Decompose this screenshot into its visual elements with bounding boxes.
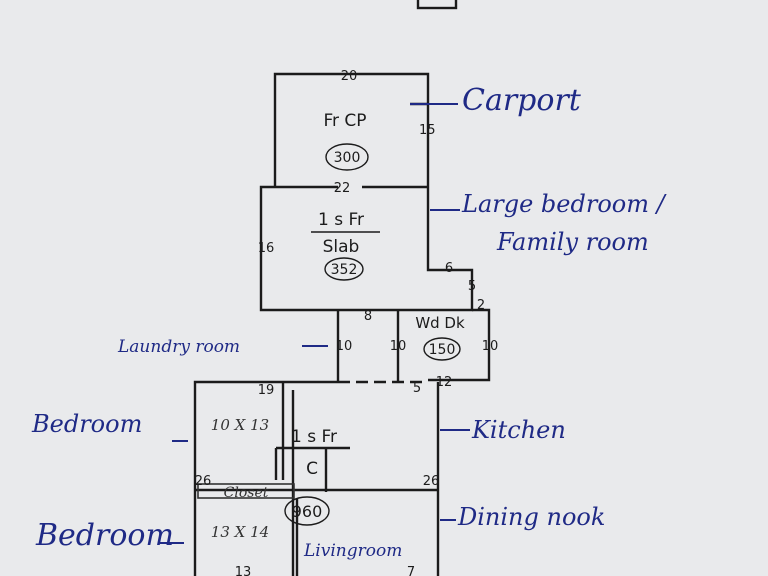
connector-right-10-label: 10 (390, 339, 407, 354)
carport-outline (273, 72, 430, 187)
closet-box (197, 483, 295, 499)
lower-bottom-13-label: 13 (235, 565, 252, 576)
closet-label: Closet (224, 485, 269, 501)
laundry-room-note: Laundry room (117, 337, 240, 357)
deck-bottom-12-label: 12 (436, 375, 453, 390)
lower-left-26-label: 26 (195, 474, 212, 489)
lower-area-ellipse (284, 496, 330, 526)
upper-step-5-label: 5 (468, 279, 476, 294)
lower-right-26-label: 26 (423, 474, 440, 489)
connector-left-10-label: 10 (336, 339, 353, 354)
lower-top-19-label: 19 (258, 383, 275, 398)
upper-step-6-label: 6 (445, 261, 453, 276)
living-room-note: Livingroom (303, 541, 402, 561)
bedroom-1-note: Bedroom (31, 410, 142, 438)
deck-code-label: Wd Dk (415, 314, 465, 332)
lower-area-label: 960 (292, 502, 323, 521)
handwritten-notes: Carport Large bedroom / Family room Laun… (31, 83, 668, 561)
deck-left-5-label: 5 (413, 381, 421, 396)
bedroom-2-size-label: 13 X 14 (211, 523, 269, 541)
top-edge-box (416, 0, 458, 10)
lower-left-wall (193, 380, 338, 576)
deck-right-10-label: 10 (482, 339, 499, 354)
upper-width-label: 22 (334, 181, 351, 196)
carport-area-ellipse (325, 143, 369, 171)
upper-step-2-label: 2 (477, 298, 485, 313)
upper-area-label: 352 (331, 262, 358, 278)
upper-bottom-8-label: 8 (364, 309, 372, 324)
lower-bottom-7-label: 7 (407, 565, 415, 576)
carport-width-label: 20 (341, 69, 358, 84)
bedroom-1-size-label: 10 X 13 (211, 416, 269, 434)
large-bedroom-note: Large bedroom / (461, 190, 668, 218)
carport-note: Carport (462, 83, 582, 118)
upper-area-ellipse (324, 257, 364, 281)
lower-code-label: 1 s Fr (291, 427, 337, 447)
dining-nook-note: Dining nook (457, 503, 605, 531)
deck-area-label: 150 (429, 342, 456, 358)
upper-code-top-label: 1 s Fr (318, 210, 364, 230)
carport-section: 20 15 Fr CP 300 (273, 69, 436, 187)
deck-outline (428, 308, 491, 382)
bedroom-2-note: Bedroom (35, 518, 174, 553)
carport-depth-label: 15 (419, 123, 436, 138)
kitchen-note: Kitchen (471, 416, 566, 444)
deck-section: 10 10 10 12 5 Wd Dk 150 (336, 308, 499, 396)
upper-code-bottom-label: Slab (323, 237, 360, 257)
family-room-note: Family room (496, 228, 649, 256)
lower-sub-label: C (306, 459, 318, 479)
upper-section: 22 16 6 5 2 8 1 s Fr Slab 352 (258, 181, 485, 324)
deck-area-ellipse (423, 337, 461, 361)
upper-depth-label: 16 (258, 241, 275, 256)
lower-section: 19 26 26 13 7 1 s Fr C 960 10 X 13 13 X … (193, 380, 440, 576)
carport-code-label: Fr CP (323, 111, 366, 131)
upper-outline (259, 185, 474, 312)
carport-area-label: 300 (334, 150, 361, 166)
